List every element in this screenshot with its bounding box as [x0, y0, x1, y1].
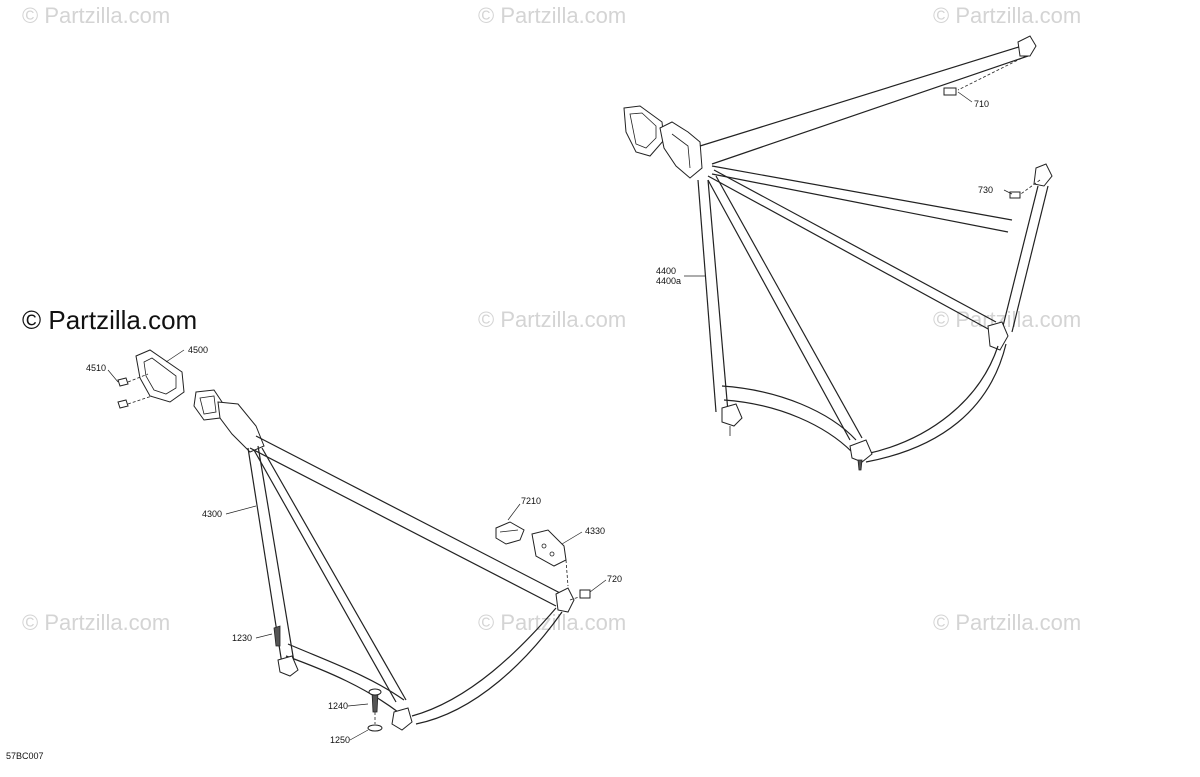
part-label-4500: 4500	[188, 345, 209, 355]
bolt-icon	[273, 625, 281, 647]
part-label-720: 720	[607, 574, 623, 584]
part-label-4300: 4300	[202, 509, 223, 519]
screw-icon	[117, 377, 129, 387]
watermark: © Partzilla.com	[22, 3, 171, 28]
anchor-icon	[1033, 163, 1053, 187]
buckle-housing-icon	[623, 105, 665, 157]
clamp-icon	[495, 521, 525, 545]
bolt-icon	[1009, 191, 1021, 199]
diagram-code: 57BC007	[6, 751, 44, 761]
part-label-1240: 1240	[328, 701, 349, 711]
anchor-icon	[987, 321, 1009, 351]
bolt-icon	[943, 87, 957, 96]
watermark: © Partzilla.com	[478, 610, 627, 635]
upper-net-assembly	[623, 35, 1053, 471]
part-label-4510: 4510	[86, 363, 107, 373]
part-label-730: 730	[978, 185, 994, 195]
nut-icon	[579, 589, 591, 599]
part-label-4400a: 4400a	[656, 276, 682, 286]
part-label-4330: 4330	[585, 526, 606, 536]
watermark: © Partzilla.com	[22, 610, 171, 635]
anchor-icon	[721, 403, 743, 427]
anchor-icon	[1017, 35, 1037, 57]
buckle-clip-icon	[193, 389, 223, 421]
lower-net-assembly	[107, 349, 607, 741]
watermark: © Partzilla.com	[933, 3, 1082, 28]
screw-icon	[117, 399, 129, 409]
handle-icon	[135, 349, 185, 403]
strap-adjuster-icon	[217, 401, 265, 453]
part-label-4400: 4400	[656, 266, 677, 276]
anchor-icon	[849, 439, 873, 463]
anchor-icon	[555, 587, 575, 613]
anchor-icon	[277, 655, 299, 677]
watermark: © Partzilla.com	[478, 307, 627, 332]
part-label-710: 710	[974, 99, 990, 109]
anchor-icon	[391, 707, 413, 731]
watermark: © Partzilla.com	[478, 3, 627, 28]
part-label-7210: 7210	[521, 496, 542, 506]
washer-icon	[367, 724, 383, 732]
part-label-1250: 1250	[330, 735, 351, 745]
watermark: © Partzilla.com	[933, 610, 1082, 635]
brand-label: © Partzilla.com	[22, 305, 198, 335]
bracket-icon	[531, 529, 567, 567]
part-label-1230: 1230	[232, 633, 253, 643]
buckle-tongue-icon	[659, 121, 703, 179]
